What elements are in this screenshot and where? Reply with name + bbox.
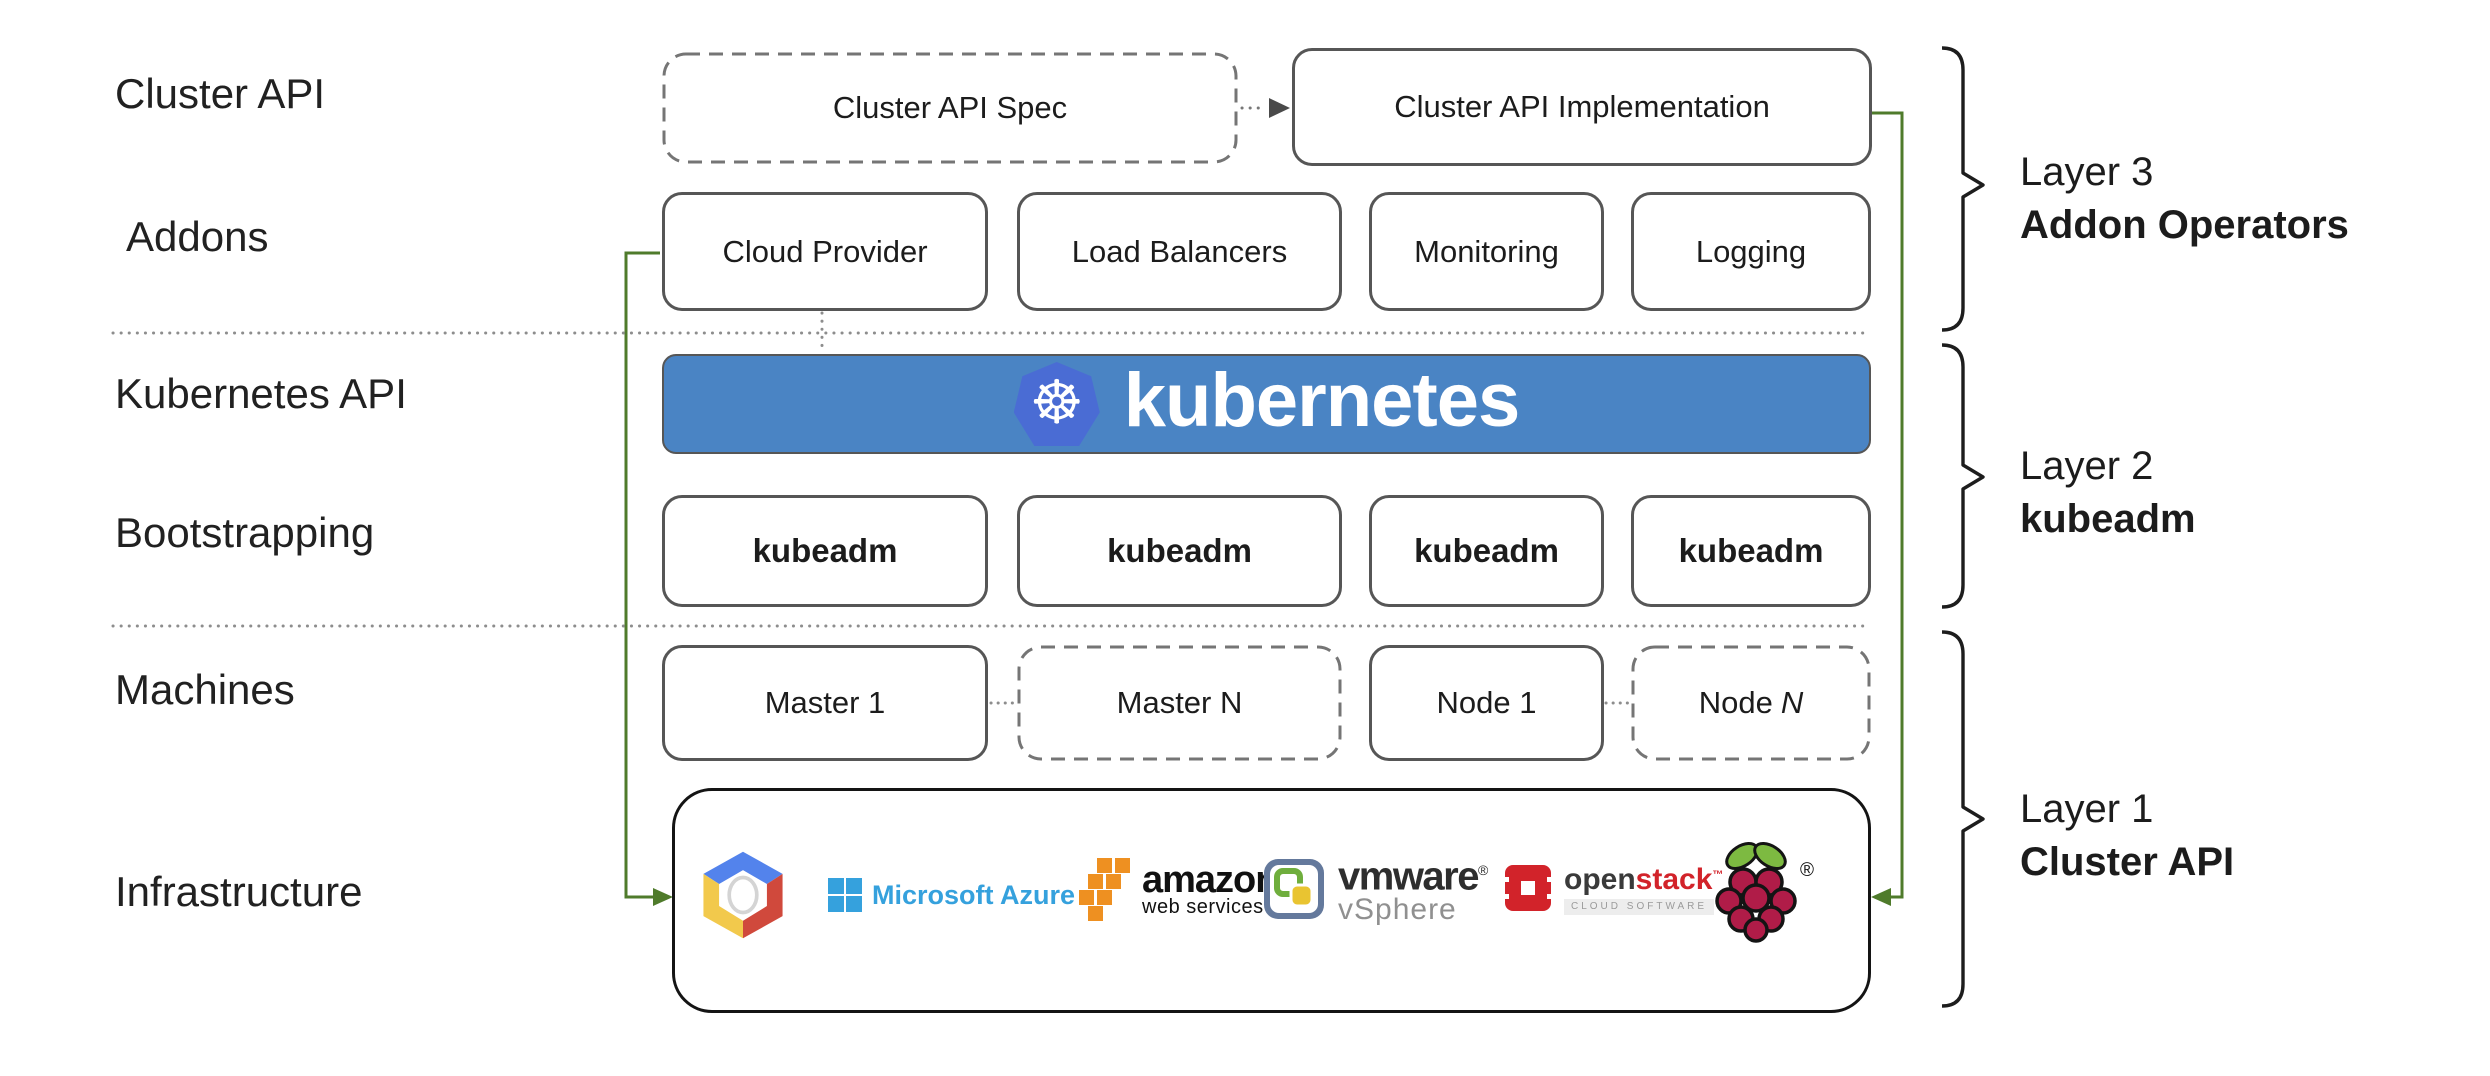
kubeadm-label: kubeadm: [1678, 532, 1824, 569]
node-1-label: Node 1: [1436, 685, 1537, 720]
cluster-api-spec-label: Cluster API Spec: [832, 90, 1068, 125]
google-cloud-hexagon-icon: [703, 851, 783, 939]
vmware-text: vmware®: [1338, 852, 1488, 899]
openstack-open-text: open: [1564, 863, 1636, 896]
openstack-trademark: ™: [1712, 869, 1724, 881]
master-n-label: Master N: [1116, 685, 1243, 720]
spec-arrow-head: [1269, 98, 1290, 118]
node-n-text: Node: [1698, 685, 1773, 720]
machine-box-master-1: Master 1: [662, 645, 988, 761]
addon-box-cloud-provider: Cloud Provider: [662, 192, 988, 311]
cluster-api-implementation-box: Cluster API Implementation: [1292, 48, 1872, 166]
kubeadm-label: kubeadm: [752, 532, 898, 569]
kubernetes-wheel-icon: ☸: [1029, 367, 1084, 438]
kubeadm-label: kubeadm: [1107, 532, 1252, 569]
row-label-machines: Machines: [115, 666, 295, 713]
row-label-addons: Addons: [126, 213, 269, 260]
kubeadm-box-4: kubeadm: [1631, 495, 1871, 607]
layer-3-title: Layer 3: [2020, 150, 2154, 194]
node-n-italic-suffix: N: [1780, 685, 1804, 720]
kubeadm-box-1: kubeadm: [662, 495, 988, 607]
vmware-logo-text: vmware® vSphere: [1338, 852, 1488, 927]
load-balancers-label: Load Balancers: [1071, 233, 1288, 269]
layer-3-label: Layer 3 Addon Operators: [2020, 146, 2349, 252]
green-arrow-into-infra-left: [653, 888, 673, 906]
openstack-wordmark: openstack™: [1564, 860, 1723, 895]
layer-2-title: Layer 2: [2020, 444, 2154, 488]
layer-1-title: Layer 1: [2020, 787, 2154, 831]
row-label-kubernetes-api: Kubernetes API: [115, 370, 407, 417]
vmware-word: vmware: [1338, 854, 1479, 899]
aws-logo-text: amazon web services: [1142, 858, 1278, 918]
openstack-logo-text: openstack™ CLOUD SOFTWARE: [1564, 860, 1723, 915]
raspberry-pi-registered-mark: ®: [1800, 860, 1814, 881]
kubeadm-box-3: kubeadm: [1369, 495, 1604, 607]
aws-webservices-text: web services: [1142, 895, 1264, 918]
addon-box-monitoring: Monitoring: [1369, 192, 1604, 311]
layer-1-subtitle: Cluster API: [2020, 840, 2235, 884]
dashed-border: [1631, 645, 1871, 761]
kubeadm-box-2: kubeadm: [1017, 495, 1342, 607]
openstack-logo: openstack™ CLOUD SOFTWARE: [1504, 860, 1723, 915]
layer-2-subtitle: kubeadm: [2020, 497, 2196, 541]
row-label-infrastructure: Infrastructure: [115, 868, 363, 915]
machine-box-node-1: Node 1: [1369, 645, 1604, 761]
openstack-stack-text: stack: [1635, 863, 1713, 896]
google-cloud-logo: [697, 849, 789, 941]
azure-logo-text: Microsoft Azure: [872, 879, 1076, 910]
row-label-bootstrapping: Bootstrapping: [115, 509, 375, 556]
addon-box-logging: Logging: [1631, 192, 1871, 311]
dashed-border: [662, 52, 1238, 164]
vmware-registered-mark: ®: [1477, 862, 1488, 878]
dashed-border: [1017, 645, 1342, 761]
brace-layer-1: [1941, 630, 1985, 1008]
kubeadm-label: kubeadm: [1414, 532, 1559, 569]
cloud-provider-label: Cloud Provider: [722, 233, 928, 269]
openstack-icon: [1504, 864, 1552, 911]
row-label-cluster-api: Cluster API: [115, 70, 326, 117]
brace-layer-3: [1941, 46, 1985, 332]
kubernetes-banner-label: kubernetes: [1123, 357, 1520, 443]
openstack-cloud-software-text: CLOUD SOFTWARE: [1564, 899, 1715, 915]
cluster-api-implementation-label: Cluster API Implementation: [1394, 89, 1770, 124]
layer-2-label: Layer 2 kubeadm: [2020, 440, 2196, 546]
aws-amazon-text: amazon: [1142, 858, 1278, 901]
vsphere-icon: [1264, 858, 1324, 919]
microsoft-window-icon: [828, 878, 862, 912]
aws-logo: amazon web services: [1078, 858, 1278, 922]
aws-cubes-icon: [1079, 858, 1130, 921]
vsphere-text: vSphere: [1338, 893, 1457, 927]
kubernetes-logo-icon: ☸: [1013, 362, 1100, 446]
vmware-vsphere-logo: vmware® vSphere: [1262, 852, 1488, 927]
logging-label: Logging: [1695, 233, 1807, 269]
green-arrow-into-infra-right: [1871, 888, 1891, 906]
brace-layer-2: [1941, 343, 1985, 609]
machine-box-master-n: Master N: [1017, 645, 1342, 761]
microsoft-azure-logo: Microsoft Azure: [828, 874, 1075, 916]
layer-1-label: Layer 1 Cluster API: [2020, 783, 2234, 889]
addon-box-load-balancers: Load Balancers: [1017, 192, 1342, 311]
raspberry-pi-logo: ®: [1714, 836, 1814, 946]
layer-3-subtitle: Addon Operators: [2020, 203, 2349, 247]
kubernetes-banner: ☸ kubernetes: [662, 354, 1871, 454]
monitoring-label: Monitoring: [1414, 233, 1559, 269]
raspberry-pi-icon: [1715, 842, 1797, 943]
master-1-label: Master 1: [764, 685, 886, 720]
cluster-api-spec-box: Cluster API Spec: [662, 52, 1238, 164]
